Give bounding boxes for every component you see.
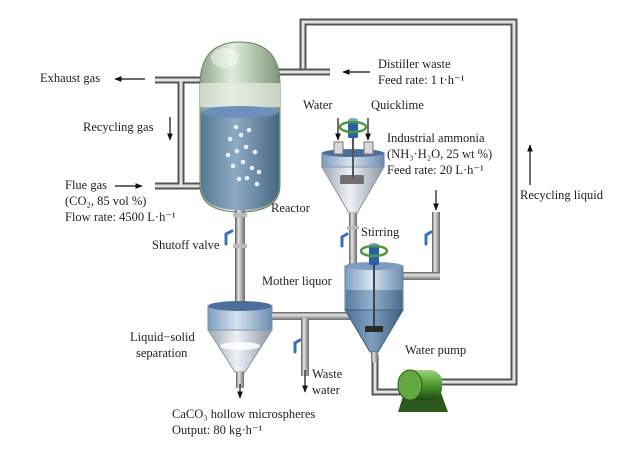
gas-recycle-pipe: [155, 76, 205, 190]
liquid-solid-label-line1: Liquid−solid: [130, 330, 195, 344]
waste-water-label-line1: Waste: [312, 367, 343, 381]
liquid-solid-separator: [207, 301, 273, 388]
pump-inlet-pipe: [371, 355, 400, 396]
gas-bubbles: [225, 124, 262, 187]
product-output-rate: Output: 80 kg·h⁻¹: [172, 423, 263, 437]
shutoff-valve-label: Shutoff valve: [152, 238, 220, 252]
recycling-liquid-label: Recycling liquid: [520, 188, 603, 202]
ammonia-inlet-pipe: [400, 212, 440, 280]
reactor-outlet-pipe: [233, 210, 247, 305]
ammonia-feed-rate: Feed rate: 20 L·h⁻¹: [387, 163, 484, 177]
mother-liquor-pipe: [272, 312, 350, 376]
waste-water-label-line2: water: [312, 383, 340, 397]
stirring-label: Stirring: [361, 225, 400, 239]
slaker-outlet-pipe: [347, 213, 359, 268]
water-pump[interactable]: [397, 369, 448, 412]
flue-gas-composition: (CO₂, 85 vol %): [65, 194, 147, 208]
distiller-waste-label: Distiller waste: [378, 57, 451, 71]
slaker-stirring-icon: [338, 120, 368, 134]
ammonia-valve-icon[interactable]: [424, 230, 433, 246]
exhaust-gas-label: Exhaust gas: [40, 71, 101, 85]
product-label: CaCO₃ hollow microspheres: [172, 407, 316, 421]
reactor: [199, 41, 281, 213]
waste-water-valve-icon[interactable]: [293, 338, 302, 354]
flue-gas-label: Flue gas: [65, 178, 108, 192]
flue-gas-flow-rate: Flow rate: 4500 L·h⁻¹: [65, 210, 176, 224]
recycling-gas-label: Recycling gas: [83, 120, 154, 134]
ammonia-composition: (NH₃·H₂O, 25 wt %): [387, 147, 493, 161]
mixer-stirring-icon: [359, 244, 389, 258]
liquid-solid-label-line2: separation: [136, 346, 188, 360]
slaker-valve-icon[interactable]: [340, 232, 349, 248]
quicklime-label: Quicklime: [371, 98, 424, 112]
shutoff-valve-icon[interactable]: [224, 229, 234, 246]
mother-liquor-label: Mother liquor: [262, 274, 332, 288]
water-label: Water: [303, 98, 333, 112]
recycle-liquid-pipe: [270, 18, 518, 386]
mixing-tank: [344, 243, 404, 362]
distiller-feed-rate: Feed rate: 1 t·h⁻¹: [378, 73, 465, 87]
reactor-label: Reactor: [271, 201, 310, 215]
water-pump-label: Water pump: [405, 343, 467, 357]
industrial-ammonia-label: Industrial ammonia: [387, 131, 485, 145]
lime-slaker-vessel: [321, 118, 385, 214]
